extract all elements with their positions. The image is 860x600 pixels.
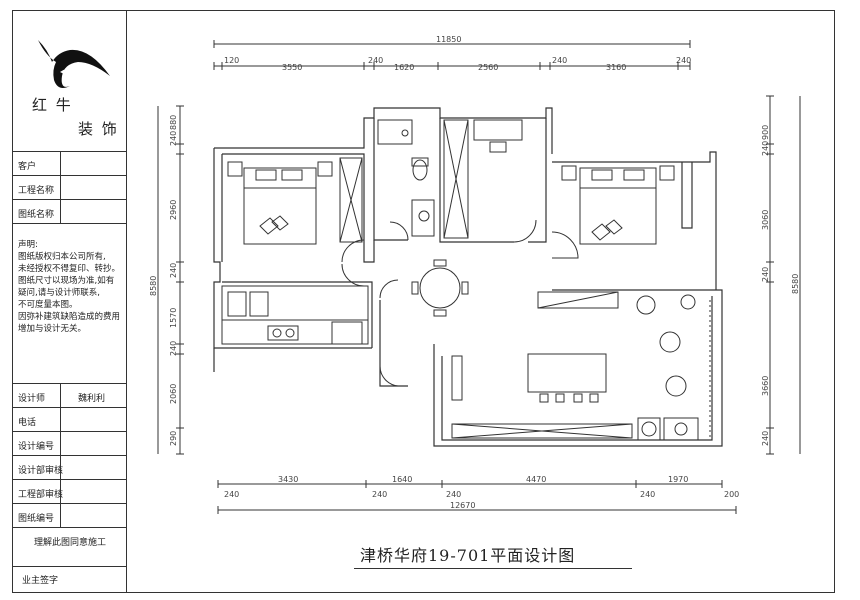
- sign-row-designer: 设计师 魏利利: [12, 383, 127, 407]
- dim-right-seg: 240: [761, 267, 770, 282]
- dim-left-seg: 240: [169, 263, 178, 278]
- sign-row-engineering-review: 工程部审核: [12, 479, 127, 503]
- kitchen-counter: [221, 285, 369, 345]
- dining-table: [411, 259, 469, 317]
- top-dimensions: [213, 40, 691, 70]
- dim-bottom-seg: 1640: [392, 475, 412, 484]
- dim-bottom-small: 200: [724, 490, 739, 499]
- sign-label: 设计师: [18, 394, 46, 404]
- dim-left-seg: 240: [169, 131, 178, 146]
- approval-note: 理解此图同意施工: [34, 538, 107, 548]
- sign-label: 图纸编号: [18, 514, 55, 524]
- dim-bottom-small: 240: [446, 490, 461, 499]
- dim-top-seg: 120: [224, 56, 239, 65]
- bedroom2-bed: [561, 165, 675, 245]
- dim-bottom-total: 12670: [450, 501, 475, 510]
- red-bull-bird-logo-icon: [38, 40, 110, 88]
- left-dimensions: [157, 105, 184, 455]
- dim-bottom-small: 240: [640, 490, 655, 499]
- info-row-client: 客户: [12, 151, 127, 175]
- dim-left-total: 8580: [149, 276, 158, 296]
- info-label: 客户: [18, 162, 37, 172]
- drawing-title: 津桥华府19-701平面设计图: [360, 546, 576, 565]
- dim-left-seg: 1570: [169, 308, 178, 328]
- dim-top-seg: 2560: [478, 63, 498, 72]
- dim-top-total: 11850: [436, 35, 461, 44]
- drawing-frame: [12, 10, 835, 593]
- right-dimensions: [766, 95, 801, 455]
- info-row-drawing-name: 图纸名称: [12, 199, 127, 223]
- door-swings: [341, 219, 579, 387]
- declaration-line: 不可度量本图。: [18, 300, 78, 310]
- table-divider: [60, 383, 61, 527]
- sign-row-design-review: 设计部审核: [12, 455, 127, 479]
- living-storage: [451, 291, 633, 439]
- dim-top-seg: 1620: [394, 63, 414, 72]
- table-divider: [60, 151, 61, 223]
- walls: [213, 107, 723, 447]
- dim-bottom-seg: 4470: [526, 475, 546, 484]
- declaration-line: 因弥补建筑缺陷造成的费用: [18, 312, 121, 322]
- owner-signature-label: 业主签字: [22, 576, 59, 586]
- dim-right-seg: 3660: [761, 376, 770, 396]
- dim-top-seg: 3160: [606, 63, 626, 72]
- declaration-heading: 声明:: [18, 240, 38, 250]
- bathroom-fixtures: [377, 119, 435, 237]
- sign-row-design-no: 设计编号: [12, 431, 127, 455]
- divider: [12, 566, 127, 567]
- sign-label: 设计编号: [18, 442, 55, 452]
- title-block-panel: [12, 10, 127, 593]
- dim-right-seg: 240: [761, 141, 770, 156]
- dim-left-seg: 2060: [169, 384, 178, 404]
- dim-left-seg: 2960: [169, 200, 178, 220]
- sign-label: 电话: [18, 418, 37, 428]
- dim-left-seg: 290: [169, 431, 178, 446]
- declaration-line: 图纸尺寸以现场为准,如有: [18, 276, 115, 286]
- bedroom1-bed: [227, 161, 333, 245]
- divider: [12, 223, 127, 224]
- dim-bottom-seg: 1970: [668, 475, 688, 484]
- info-label: 工程名称: [18, 186, 55, 196]
- study-desk: [473, 119, 523, 153]
- dim-left-seg: 880: [169, 115, 178, 130]
- bottom-dimensions: [217, 480, 737, 514]
- sign-row-drawing-no: 图纸编号: [12, 503, 127, 527]
- sign-label: 工程部审核: [18, 490, 64, 500]
- sign-label: 设计部审核: [18, 466, 64, 476]
- sign-value: 魏利利: [78, 394, 106, 404]
- dim-bottom-small: 240: [372, 490, 387, 499]
- declaration-line: 增加与设计无关。: [18, 324, 87, 334]
- declaration-block: 声明: 图纸版权归本公司所有, 未经授权不得复印、转抄。 图纸尺寸以现场为准,如…: [18, 239, 126, 335]
- declaration-line: 未经授权不得复印、转抄。: [18, 264, 121, 274]
- brand-name-line2: 装 饰: [78, 120, 119, 138]
- dim-bottom-seg: 3430: [278, 475, 298, 484]
- dim-right-total: 8580: [791, 274, 800, 294]
- declaration-line: 图纸版权归本公司所有,: [18, 252, 106, 262]
- title-underline: [354, 568, 632, 569]
- dim-right-seg: 900: [761, 125, 770, 140]
- dim-top-seg: 240: [368, 56, 383, 65]
- dim-top-seg: 3550: [282, 63, 302, 72]
- dim-top-seg: 240: [552, 56, 567, 65]
- dim-right-seg: 240: [761, 431, 770, 446]
- dim-right-seg: 3060: [761, 210, 770, 230]
- brand-name-line1: 红 牛: [32, 96, 73, 114]
- balcony-furniture: [636, 294, 711, 441]
- sign-row-phone: 电话: [12, 407, 127, 431]
- bedroom1-wardrobe: [339, 157, 363, 243]
- hall-cabinet: [443, 119, 469, 239]
- info-label: 图纸名称: [18, 210, 55, 220]
- declaration-line: 疑问,请与设计师联系,: [18, 288, 100, 298]
- dim-top-seg: 240: [676, 56, 691, 65]
- dim-bottom-small: 240: [224, 490, 239, 499]
- divider: [12, 527, 127, 528]
- info-row-project: 工程名称: [12, 175, 127, 199]
- dim-left-seg: 240: [169, 341, 178, 356]
